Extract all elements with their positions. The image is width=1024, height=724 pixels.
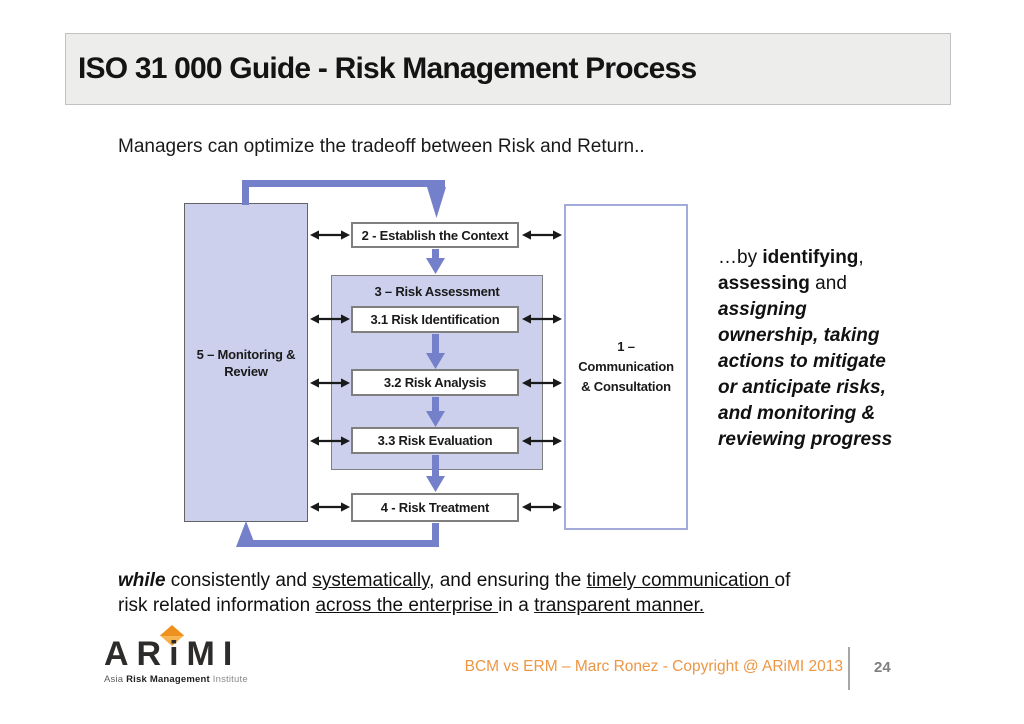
box-monitoring-line1: 5 – Monitoring &: [196, 346, 296, 362]
logo-tagline-text: Risk Management: [126, 674, 210, 685]
box-risk-treatment: 4 - Risk Treatment: [351, 493, 519, 522]
box-monitoring-line2: Review: [224, 363, 268, 379]
bottom-note-text: , and ensuring the: [429, 570, 587, 591]
bottom-note-text: consistently and: [165, 570, 313, 591]
logo-tagline: Asia Risk Management Institute: [104, 674, 248, 685]
annotation-line: and monitoring &: [718, 403, 876, 424]
annotation-text: and: [809, 273, 847, 294]
bottom-note-text: of: [774, 570, 791, 591]
annotation-line: ownership, taking: [718, 325, 880, 346]
loop-arrowhead-up-icon: [236, 521, 256, 547]
annotation-line: assigning: [718, 299, 807, 320]
double-arrow-icon: [308, 501, 352, 513]
bottom-note: while consistently and systematically, a…: [118, 568, 938, 618]
loop-arrowhead-down-icon: [427, 187, 446, 218]
annotation-line: actions to mitigate: [718, 351, 886, 372]
annotation-text: …by: [718, 247, 763, 268]
double-arrow-icon: [308, 229, 352, 241]
footer-credit: BCM vs ERM – Marc Ronez - Copyright @ AR…: [464, 658, 843, 675]
loop-arrow-bottom: [252, 523, 439, 547]
arimi-logo: ARiMI Asia Risk Management Institute: [104, 620, 264, 686]
bottom-note-line2: risk related information across the ente…: [118, 593, 938, 618]
annotation-text: ,: [858, 247, 864, 268]
annotation-line: assessing and: [718, 271, 958, 297]
bottom-note-text: timely communication: [586, 570, 775, 591]
box-establish-context: 2 - Establish the Context: [351, 222, 519, 248]
box-communication-consultation: 1 – Communication & Consultation: [564, 204, 688, 530]
box-communication-line1: 1 –: [617, 339, 635, 354]
annotation-line: or anticipate risks,: [718, 377, 886, 398]
logo-tagline-text: Institute: [209, 674, 248, 685]
right-annotation: …by identifying, assessing and assigning…: [718, 245, 958, 453]
page-number: 24: [874, 659, 891, 676]
box-communication-line3: & Consultation: [581, 379, 671, 394]
bottom-note-text: while: [118, 570, 166, 591]
page-title: ISO 31 000 Guide - Risk Management Proce…: [78, 52, 697, 85]
annotation-line: …by identifying,: [718, 245, 958, 271]
title-bar: ISO 31 000 Guide - Risk Management Proce…: [65, 33, 951, 105]
bottom-note-text: risk related information: [118, 595, 316, 616]
subtitle-text: Managers can optimize the tradeoff betwe…: [118, 136, 645, 157]
double-arrow-icon: [520, 229, 564, 241]
flow-arrowhead-icon: [426, 476, 445, 492]
logo-tagline-text: Asia: [104, 674, 127, 685]
box-communication-line2: Communication: [578, 359, 674, 374]
risk-assessment-label: 3 – Risk Assessment: [374, 284, 500, 299]
box-monitoring-review: 5 – Monitoring & Review: [184, 203, 308, 522]
loop-arrow-top: [242, 180, 445, 205]
annotation-line: reviewing progress: [718, 429, 893, 450]
flow-arrowhead-icon: [426, 258, 445, 274]
bottom-note-text: across the enterprise: [315, 595, 499, 616]
box-risk-identification: 3.1 Risk Identification: [351, 306, 519, 333]
bottom-note-text: transparent manner.: [534, 595, 705, 616]
double-arrow-icon: [520, 501, 564, 513]
annotation-text: identifying: [762, 247, 859, 268]
diamond-icon: [160, 625, 184, 646]
bottom-note-line1: while consistently and systematically, a…: [118, 568, 938, 593]
footer-divider: [848, 647, 850, 690]
annotation-text: assessing: [718, 273, 810, 294]
bottom-note-text: systematically: [312, 570, 430, 591]
bottom-note-text: in a: [498, 595, 535, 616]
logo-wordmark: ARiMI: [104, 635, 241, 673]
box-risk-analysis: 3.2 Risk Analysis: [351, 369, 519, 396]
box-risk-evaluation: 3.3 Risk Evaluation: [351, 427, 519, 454]
